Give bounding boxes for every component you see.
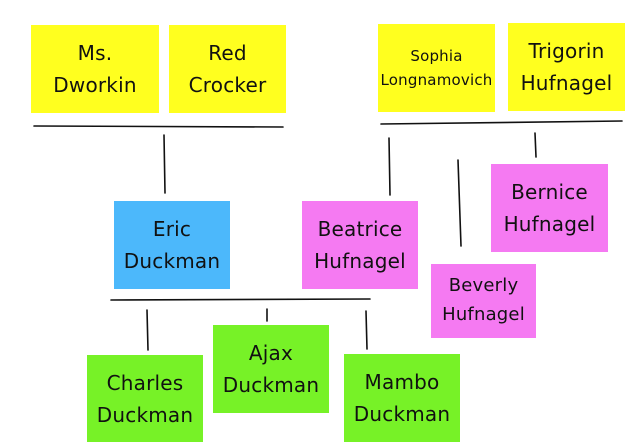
couple-line-longnamovich-hufnagel	[380, 120, 623, 125]
name-line-2: Hufnagel	[503, 212, 596, 236]
name-line-1: Mambo	[364, 370, 440, 394]
name-line-2: Duckman	[222, 373, 320, 397]
name-line-1: Bernice	[511, 180, 588, 204]
name-line-2: Hufnagel	[520, 71, 613, 95]
link-charles	[146, 309, 149, 351]
name-line-1: Trigorin	[528, 39, 605, 63]
name-line-1: Beverly	[448, 275, 519, 297]
link-beatrice	[388, 137, 391, 196]
person-beverly-hufnagel: Beverly Hufnagel	[431, 264, 536, 338]
link-beverly	[457, 159, 462, 247]
person-trigorin-hufnagel: Trigorin Hufnagel	[508, 23, 625, 111]
name-line-2: Duckman	[353, 402, 451, 426]
name-line-2: Hufnagel	[442, 304, 525, 325]
name-line-1: Sophia	[410, 47, 463, 65]
name-line-2: Hufnagel	[314, 249, 406, 273]
name-line-1: Ajax	[248, 341, 294, 365]
link-mambo	[365, 310, 368, 350]
person-bernice-hufnagel: Bernice Hufnagel	[491, 164, 608, 252]
person-sophia-longnamovich: Sophia Longnamovich	[378, 24, 495, 112]
name-line-1: Eric	[152, 217, 192, 241]
name-line-2: Dworkin	[53, 73, 137, 97]
couple-line-eric-beatrice	[110, 298, 371, 301]
person-ajax-duckman: Ajax Duckman	[213, 325, 329, 413]
person-eric-duckman: Eric Duckman	[114, 201, 230, 289]
link-eric	[163, 134, 166, 194]
person-red-crocker: Red Crocker	[169, 25, 286, 113]
link-bernice	[534, 132, 537, 158]
person-mambo-duckman: Mambo Duckman	[344, 354, 460, 442]
name-line-2: Longnamovich	[380, 71, 493, 89]
person-ms-dworkin: Ms. Dworkin	[31, 25, 159, 113]
name-line-1: Ms.	[77, 41, 113, 65]
name-line-1: Red	[208, 41, 247, 65]
person-beatrice-hufnagel: Beatrice Hufnagel	[302, 201, 418, 289]
name-line-2: Crocker	[188, 73, 267, 97]
person-charles-duckman: Charles Duckman	[87, 355, 203, 442]
name-line-2: Duckman	[96, 402, 194, 427]
name-line-2: Duckman	[123, 249, 221, 273]
name-line-1: Beatrice	[317, 217, 403, 241]
couple-line-dworkin-crocker	[33, 125, 284, 128]
name-line-1: Charles	[106, 370, 184, 395]
